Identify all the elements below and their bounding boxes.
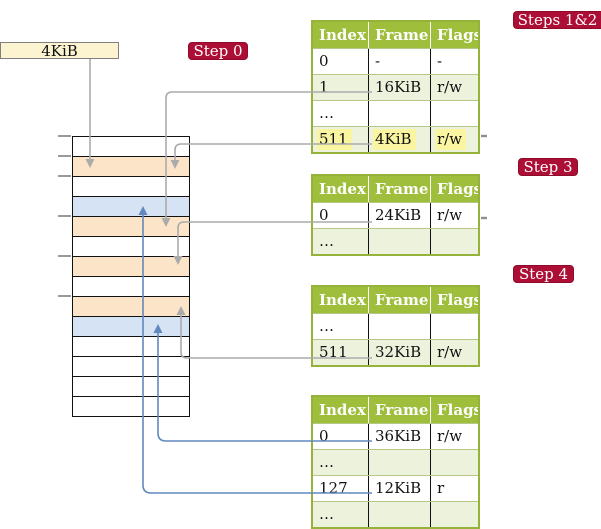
memory-frame-cell-7 (73, 277, 189, 297)
memory-frame-cell-3 (73, 197, 189, 217)
table-row: … (313, 313, 478, 339)
cell-flags (430, 101, 478, 126)
table-header-row: Index Frame Flags (313, 287, 478, 313)
frame-size-label: 4KiB (41, 41, 78, 60)
cell-flags: r/w (430, 127, 478, 152)
cell-index: 511 (319, 343, 348, 361)
cell-index: 127 (319, 479, 348, 497)
cell-index: 511 (313, 127, 368, 152)
cell-index: … (319, 232, 334, 250)
memory-boundary-tick (58, 155, 71, 157)
highlight-mark: 4KiB (373, 129, 416, 150)
table-row: 511 32KiB r/w (313, 339, 478, 365)
table-row: … (313, 228, 478, 254)
table-row: 0 36KiB r/w (313, 423, 478, 449)
table-row: 0 - - (313, 48, 478, 74)
cell-flags (430, 314, 478, 339)
table-row: 0 24KiB r/w (313, 202, 478, 228)
memory-frame-cell-10 (73, 337, 189, 357)
column-header-frame: Frame (368, 22, 430, 48)
column-header-index: Index (319, 291, 366, 309)
column-header-frame: Frame (368, 397, 430, 423)
table-header-row: Index Frame Flags (313, 397, 478, 423)
table-row: … (313, 100, 478, 126)
badge-steps-1-2: Steps 1&2 (513, 11, 601, 29)
column-header-frame: Frame (368, 176, 430, 202)
memory-frame-cell-1 (73, 157, 189, 177)
memory-frame-cell-6 (73, 257, 189, 277)
table-header-row: Index Frame Flags (313, 22, 478, 48)
memory-frame-cell-2 (73, 177, 189, 197)
cell-flags (430, 450, 478, 475)
column-header-frame: Frame (368, 287, 430, 313)
cell-flags (430, 229, 478, 254)
cell-index: … (319, 505, 334, 523)
cell-frame: - (368, 49, 430, 74)
column-header-index: Index (319, 180, 366, 198)
cell-flags: r/w (430, 340, 478, 365)
cell-frame (368, 229, 430, 254)
memory-boundary-tick (58, 215, 71, 217)
cell-index: 0 (319, 206, 329, 224)
cell-flags (430, 502, 478, 527)
memory-boundary-tick (58, 135, 71, 137)
memory-frame-cell-11 (73, 357, 189, 377)
column-header-index: Index (319, 401, 366, 419)
highlight-mark: 511 (317, 129, 352, 150)
cell-flags: r/w (430, 424, 478, 449)
frame-size-box: 4KiB (0, 41, 119, 60)
cell-index: 1 (319, 78, 329, 96)
badge-step-3: Step 3 (518, 158, 578, 176)
cell-index: … (319, 317, 334, 335)
column-header-flags: Flags (430, 397, 478, 423)
column-header-flags: Flags (430, 22, 478, 48)
physical-memory-column (72, 136, 190, 417)
cell-index: … (319, 453, 334, 471)
column-header-flags: Flags (430, 176, 478, 202)
cell-frame: 36KiB (368, 424, 430, 449)
memory-frame-cell-9 (73, 317, 189, 337)
badge-step-4: Step 4 (513, 265, 574, 283)
memory-boundary-tick (58, 255, 71, 257)
page-table-steps-1-2: Index Frame Flags 0 - - 1 16KiB r/w … 51… (311, 20, 480, 154)
table-row: 1 16KiB r/w (313, 74, 478, 100)
column-header-flags: Flags (430, 287, 478, 313)
memory-boundary-tick (58, 175, 71, 177)
cell-frame (368, 314, 430, 339)
cell-frame: 12KiB (368, 476, 430, 501)
badge-step-0: Step 0 (188, 42, 248, 60)
page-table-step-4: Index Frame Flags … 511 32KiB r/w (311, 285, 480, 367)
memory-frame-cell-13 (73, 397, 189, 416)
cell-frame: 4KiB (368, 127, 430, 152)
highlight-mark: r/w (435, 129, 467, 150)
cell-flags: r/w (430, 203, 478, 228)
memory-frame-cell-8 (73, 297, 189, 317)
cell-index: 0 (319, 52, 329, 70)
cell-frame: 32KiB (368, 340, 430, 365)
pointer-stubs (481, 134, 487, 220)
table-row-highlighted: 511 4KiB r/w (313, 126, 478, 152)
cell-frame (368, 502, 430, 527)
column-header-index: Index (319, 26, 366, 44)
table-row: … (313, 449, 478, 475)
cell-flags: r/w (430, 75, 478, 100)
table-header-row: Index Frame Flags (313, 176, 478, 202)
cell-frame: 16KiB (368, 75, 430, 100)
memory-frame-cell-4 (73, 217, 189, 237)
table-row: 127 12KiB r (313, 475, 478, 501)
memory-boundary-tick (58, 295, 71, 297)
page-table-step-3: Index Frame Flags 0 24KiB r/w … (311, 174, 480, 256)
memory-frame-cell-5 (73, 237, 189, 257)
page-table-last-level: Index Frame Flags 0 36KiB r/w … 127 12Ki… (311, 395, 480, 529)
memory-frame-cell-12 (73, 377, 189, 397)
cell-index: … (319, 104, 334, 122)
cell-frame: 24KiB (368, 203, 430, 228)
cell-index: 0 (319, 427, 329, 445)
table-row: … (313, 501, 478, 527)
cell-flags: - (430, 49, 478, 74)
cell-frame (368, 450, 430, 475)
memory-frame-cell-0 (73, 137, 189, 157)
cell-frame (368, 101, 430, 126)
cell-flags: r (430, 476, 478, 501)
